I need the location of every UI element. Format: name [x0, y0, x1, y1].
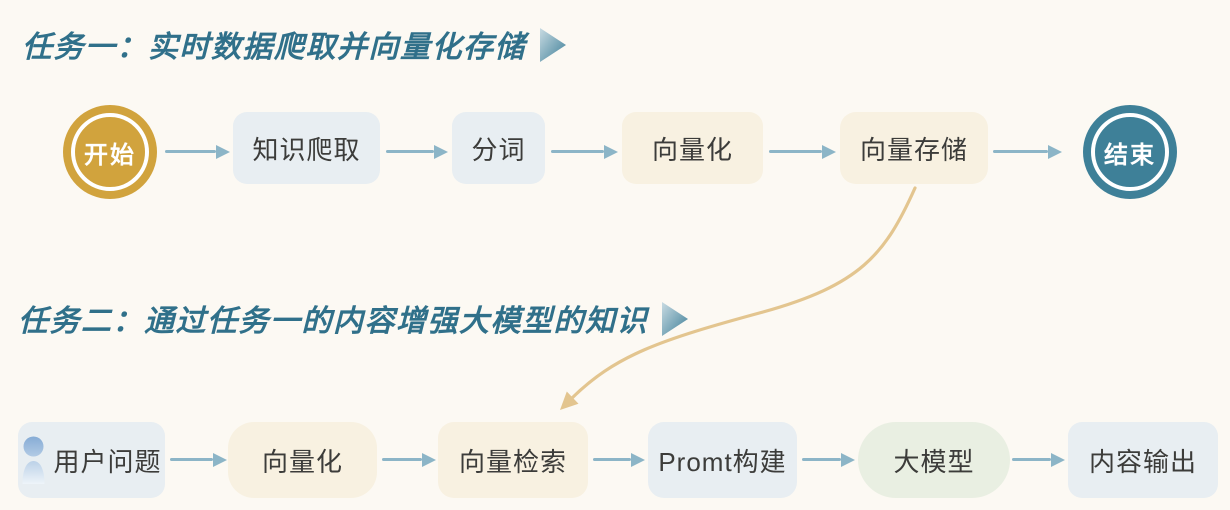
node-vectorize-2: 向量化 — [228, 422, 377, 498]
right-arrow-icon — [802, 458, 841, 461]
node-label: Promt构建 — [658, 446, 787, 477]
task1-title: 任务一：实时数据爬取并向量化存储 — [22, 22, 566, 66]
node-user-question: 用户问题 — [18, 422, 165, 498]
right-arrow-icon — [551, 150, 604, 153]
end-node-label: 结束 — [1104, 141, 1156, 169]
node-vector-search: 向量检索 — [438, 422, 588, 498]
node-vector-store: 向量存储 — [840, 112, 988, 184]
node-label: 用户问题 — [53, 446, 162, 477]
task2-title: 任务二：通过任务一的内容增强大模型的知识 — [18, 296, 688, 340]
task2-title-text: 任务二：通过任务一的内容增强大模型的知识 — [18, 305, 648, 338]
end-node: 结束 — [1083, 105, 1177, 199]
right-arrow-icon — [165, 150, 216, 153]
task1-title-text: 任务一：实时数据爬取并向量化存储 — [22, 31, 526, 64]
node-label: 向量化 — [651, 134, 733, 165]
end-node-ring: 结束 — [1091, 113, 1169, 191]
node-llm: 大模型 — [858, 422, 1010, 498]
right-arrow-icon — [386, 150, 434, 153]
start-node: 开始 — [63, 105, 157, 199]
person-icon — [22, 436, 45, 484]
play-triangle-icon — [540, 28, 566, 62]
node-vectorize-1: 向量化 — [622, 112, 763, 184]
node-label: 向量化 — [261, 446, 343, 477]
node-label: 向量存储 — [859, 134, 968, 165]
node-label: 向量检索 — [458, 446, 567, 477]
right-arrow-icon — [993, 150, 1048, 153]
right-arrow-icon — [382, 458, 422, 461]
node-label: 大模型 — [893, 446, 975, 477]
play-triangle-icon — [662, 302, 688, 336]
node-label: 知识爬取 — [252, 134, 361, 165]
node-label: 分词 — [471, 134, 526, 165]
right-arrow-icon — [769, 150, 822, 153]
start-node-ring: 开始 — [71, 113, 149, 191]
node-knowledge-crawl: 知识爬取 — [233, 112, 380, 184]
node-prompt-build: Promt构建 — [648, 422, 797, 498]
right-arrow-icon — [170, 458, 213, 461]
node-content-output: 内容输出 — [1068, 422, 1218, 498]
right-arrow-icon — [1012, 458, 1051, 461]
node-tokenize: 分词 — [452, 112, 545, 184]
start-node-label: 开始 — [84, 141, 136, 169]
node-label: 内容输出 — [1088, 446, 1197, 477]
right-arrow-icon — [593, 458, 631, 461]
